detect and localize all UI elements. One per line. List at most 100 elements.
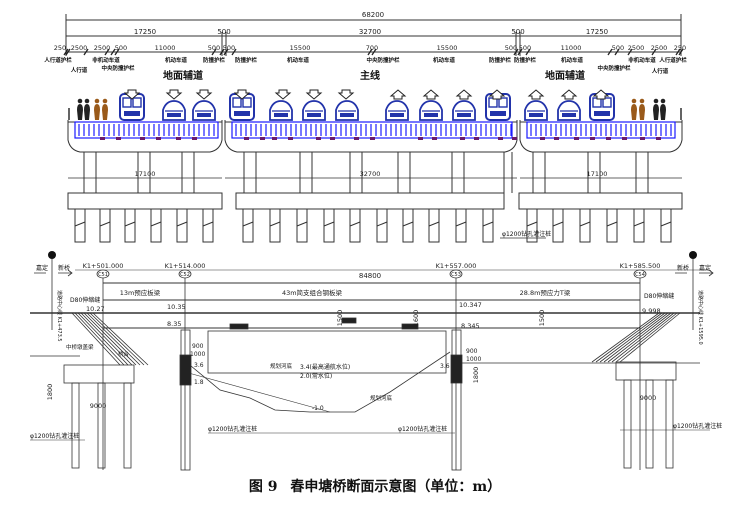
direction-label: 嘉定: [699, 264, 711, 272]
centerline-label: 道路中心线 K1+1595.0: [697, 290, 704, 345]
road-centerline-marker: 新桥嘉定道路中心线 K1+1595.0: [675, 251, 714, 345]
pile: [402, 208, 414, 243]
wheel-mark: [244, 137, 249, 140]
riverbed-label-2: 规划河底: [370, 394, 393, 402]
arrow-down-icon: [274, 89, 292, 100]
road-centerline-marker: 嘉定新桥道路中心线 K1+473.5: [34, 251, 73, 342]
station-code: C53: [451, 272, 461, 278]
pile: [633, 208, 645, 243]
pile-label-1: φ1200钻孔灌注桩: [30, 432, 79, 440]
section-title-main: 主线: [360, 69, 380, 82]
dim-9000-right: 9000: [640, 394, 657, 402]
component-label: 中央防撞护栏: [101, 64, 135, 72]
wheel-mark: [554, 137, 559, 140]
group-width-label: 17250: [134, 28, 156, 36]
wheel-mark: [272, 137, 277, 140]
stations: K1+501.000C51K1+514.000C52K1+557.000C53K…: [83, 262, 660, 470]
wheel-mark: [140, 137, 145, 140]
component-label: 机动车道: [432, 56, 456, 64]
segment-width-label: 11000: [561, 44, 582, 52]
segment-width-label: 700: [366, 44, 378, 52]
elev-1: 10.27: [86, 305, 105, 313]
wheel-mark: [606, 137, 611, 140]
dim-1500: 1500: [538, 310, 546, 327]
component-label: 中央防撞护栏: [597, 64, 631, 72]
group-width-label: 17250: [586, 28, 608, 36]
wheel-mark: [370, 137, 375, 140]
segment-width-label: 500: [208, 44, 220, 52]
water-level-high: 3.4(最高通航水位): [300, 363, 350, 371]
cap-width-right: 17100: [587, 170, 608, 178]
component-label: 机动车道: [286, 56, 310, 64]
station-code: C51: [98, 272, 108, 278]
wheel-mark: [474, 137, 479, 140]
wheel-mark: [460, 137, 465, 140]
girder-frame: [526, 121, 676, 139]
segment-width-label: 500: [612, 44, 624, 52]
abutment-label: 桥台: [118, 350, 130, 358]
figure-number: 图 9: [248, 479, 278, 495]
elevation-lines: [30, 269, 710, 413]
dim-1900: 1500: [336, 310, 344, 327]
dim-9000-left: 9000: [90, 402, 107, 410]
segment-width-label: 500: [223, 44, 235, 52]
arrow-down-icon: [123, 89, 141, 100]
pile: [660, 208, 672, 243]
wheel-mark: [116, 137, 121, 140]
abutments: [63, 312, 681, 471]
arrow-up-icon: [560, 89, 578, 100]
dim-1600: 1600: [412, 310, 420, 327]
arrow-up-icon: [527, 89, 545, 100]
pile-label-cross: φ1200钻孔灌注桩: [502, 230, 551, 238]
component-label: 机动车道: [164, 56, 188, 64]
station-code: C52: [180, 272, 190, 278]
wheel-mark: [354, 137, 359, 140]
section-title-right: 地面辅道: [545, 69, 585, 82]
segment-width-label: 2500: [628, 44, 645, 52]
total-width-label: 68200: [362, 11, 384, 19]
arrow-down-icon: [337, 89, 355, 100]
person-icon: [631, 104, 637, 120]
arrow-up-icon: [455, 89, 473, 100]
elev-5: 8.345: [461, 322, 480, 330]
arrow-down-icon: [233, 89, 251, 100]
total-length-label: 84800: [359, 272, 381, 280]
pile: [552, 208, 564, 243]
direction-label: 新桥: [58, 264, 70, 272]
bearing-label: 中桥墩盖梁: [66, 343, 94, 351]
piles: [74, 208, 672, 243]
pile-caps: [67, 192, 683, 210]
wheel-mark: [640, 137, 645, 140]
station-code: C54: [635, 272, 645, 278]
arrow-up-icon: [389, 89, 407, 100]
vehicles: [119, 93, 615, 121]
car-icon: [162, 100, 186, 121]
person-icon: [84, 104, 90, 120]
pile-label-4: φ1200钻孔灌注桩: [673, 422, 722, 430]
segment-width-label: 2500: [71, 44, 88, 52]
wheel-mark: [260, 137, 265, 140]
dim-18-c52: 1.8: [194, 379, 204, 386]
arrow-down-icon: [165, 89, 183, 100]
pile: [323, 208, 335, 243]
dim-36-c53: 3.6: [440, 363, 450, 370]
dim-1800-left: 1800: [46, 384, 54, 401]
cap-width-main: 32700: [360, 170, 381, 178]
pile: [269, 208, 281, 243]
pile: [606, 208, 618, 243]
dim-1800-c53: 1800: [472, 367, 480, 384]
joint-label-left: D80伸缩缝: [70, 296, 100, 304]
pile: [455, 208, 467, 243]
pile: [579, 208, 591, 243]
person-icon: [639, 104, 645, 120]
dim-36-c52: 3.6: [194, 362, 204, 369]
pile-label-2: φ1200钻孔灌注桩: [208, 425, 257, 433]
segment-width-label: 250: [54, 44, 66, 52]
wheel-mark: [512, 137, 517, 140]
arrow-up-icon: [488, 89, 506, 100]
component-label: 人行道护栏: [659, 56, 687, 64]
pile: [242, 208, 254, 243]
pile: [74, 208, 86, 243]
